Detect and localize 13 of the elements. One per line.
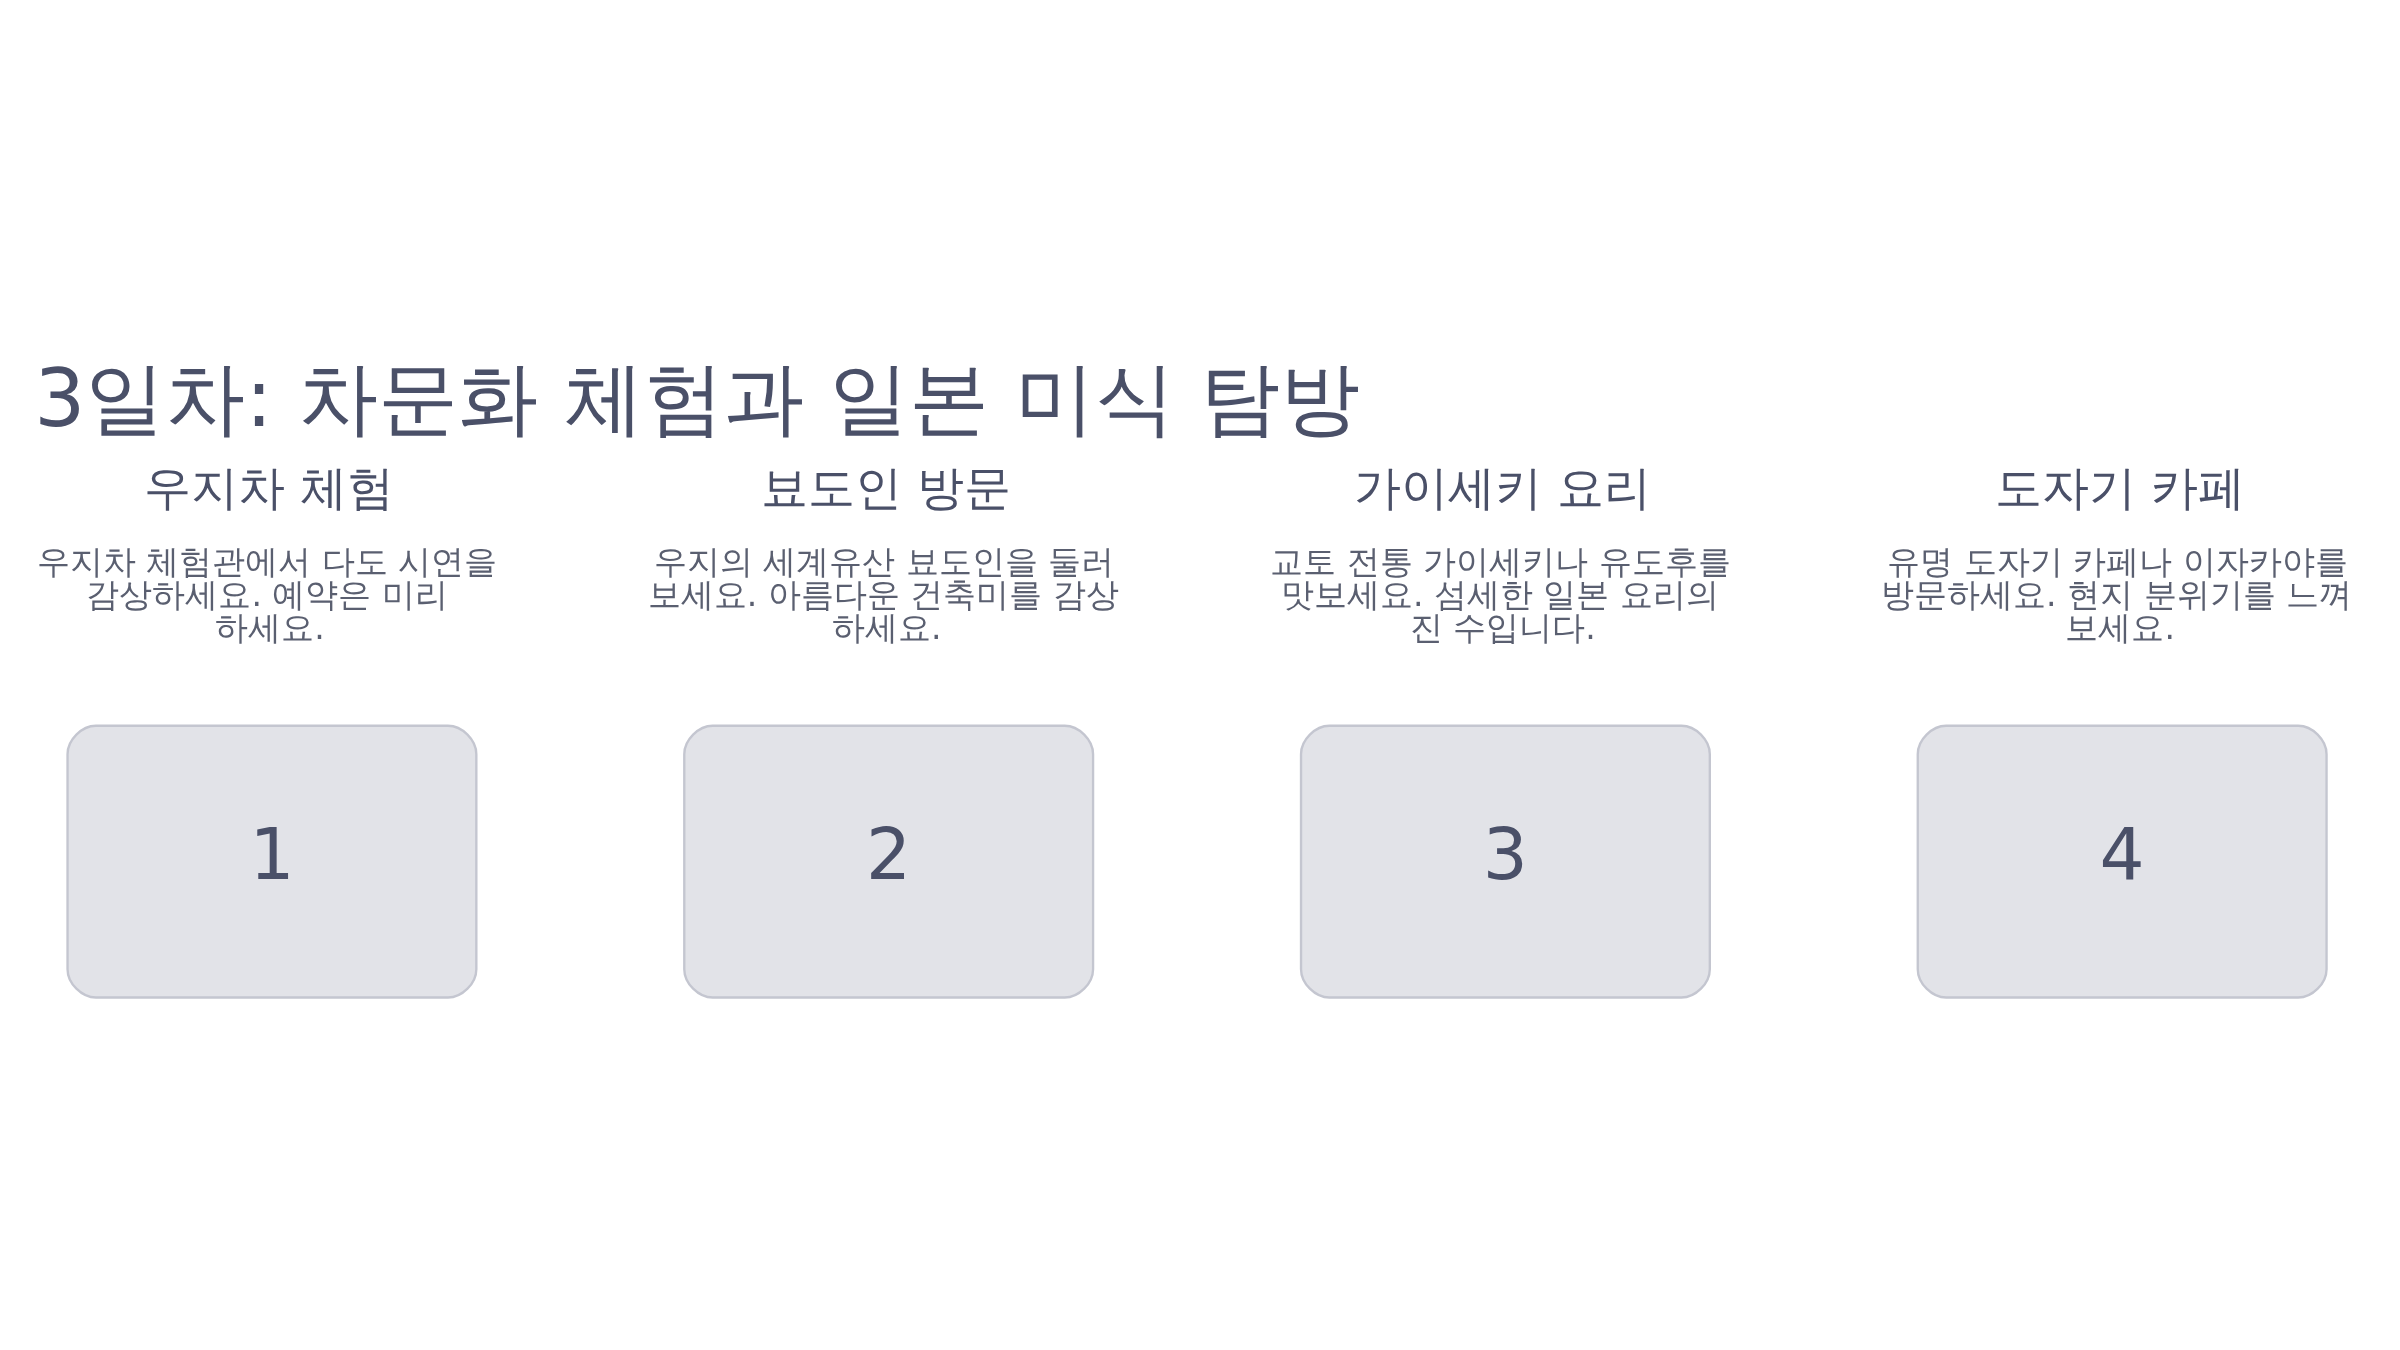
node-label: 유명 도자기 카페나 이자카야를 방문하세요. 현지 분위기를 느껴 보세요. <box>1881 541 2353 647</box>
node-label: 뵤도인 방문 <box>761 459 1012 515</box>
node-box: 4 <box>1916 724 2328 999</box>
node-box: 1 <box>66 724 478 999</box>
node-label: 도자기 카페 <box>1994 459 2245 515</box>
node-label: 우지차 체험 <box>144 459 395 515</box>
node-box: 3 <box>1299 724 1711 999</box>
node-label: 교토 전통 가이세키나 유도후를 맛보세요. 섬세한 일본 요리의 진 수입니다. <box>1270 541 1731 647</box>
node-label: 우지의 세계유산 뵤도인을 둘러 보세요. 아름다운 건축미를 감상 하세요. <box>647 541 1119 647</box>
node-label: 우지차 체험관에서 다도 시연을 감상하세요. 예약은 미리 하세요. <box>36 541 498 647</box>
node-label: 가이세키 요리 <box>1354 459 1652 515</box>
node-box: 2 <box>683 724 1095 999</box>
diagram-title: 3일차: 차문화 체험과 일본 미식 탐방 <box>34 351 1361 446</box>
